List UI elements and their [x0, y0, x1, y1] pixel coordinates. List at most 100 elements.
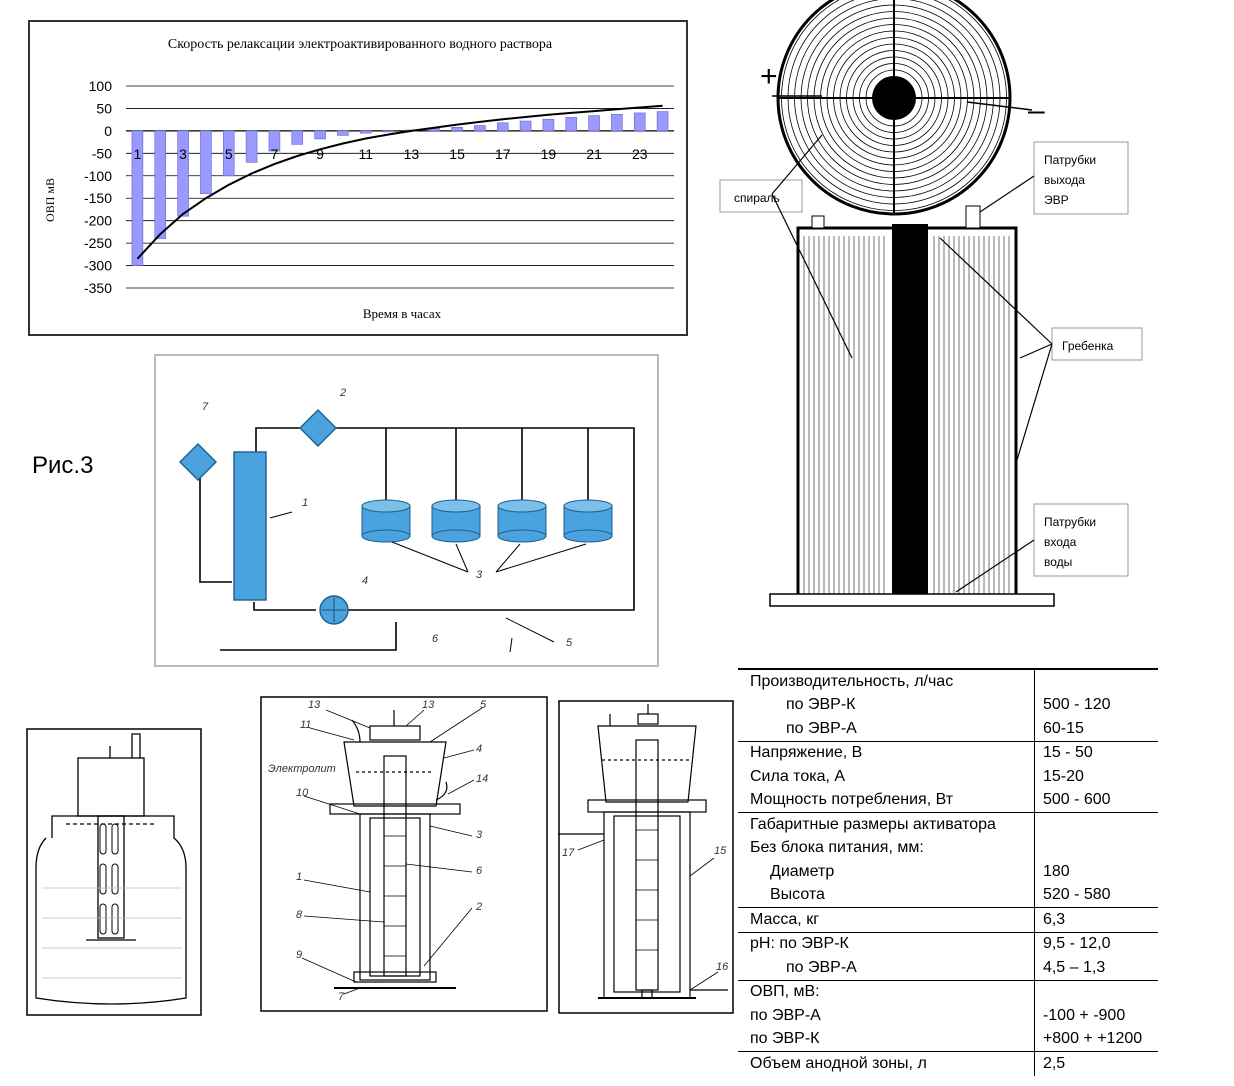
callout-inlet-line3: воды [1044, 555, 1072, 569]
device-drawing-cross-section: 17 15 16 [558, 700, 734, 1014]
label-right-2: 16 [716, 961, 729, 973]
label-7: 7 [202, 401, 209, 413]
callout-outlet [1033, 141, 1129, 215]
bar [131, 130, 144, 266]
activator-body [769, 205, 1055, 607]
label-3: 3 [476, 569, 483, 581]
label-right-0: 17 [562, 847, 575, 859]
callout-comb [1051, 327, 1143, 361]
y-axis-label: ОВП мВ [43, 178, 57, 222]
spec-value: +800 + +1200 [1033, 1027, 1158, 1052]
callout-inlet-line2: входа [1044, 535, 1077, 549]
bar [154, 130, 167, 239]
y-tick-label: -100 [84, 168, 112, 184]
label-mid-3: 5 [480, 699, 487, 711]
label-mid-7: 3 [476, 829, 483, 841]
figure-label: Рис.3 [32, 452, 94, 479]
y-tick-label: -300 [84, 258, 112, 274]
label-mid-9: 1 [296, 871, 302, 883]
x-tick-label: 21 [586, 146, 602, 162]
spec-label: по ЭВР-А [738, 717, 1035, 742]
bar [177, 130, 189, 217]
bar [359, 130, 372, 134]
bar [291, 130, 304, 145]
spec-row: по ЭВР-К+800 + +1200 [738, 1027, 1158, 1052]
spec-value: 500 - 120 [1033, 693, 1158, 717]
y-tick-label: -250 [84, 235, 112, 251]
spec-value: 520 - 580 [1033, 883, 1158, 908]
y-tick-label: -50 [92, 145, 112, 161]
activator-column [233, 451, 267, 601]
chart-canvas: Скорость релаксации электроактивированно… [43, 37, 674, 321]
label-mid-10: 8 [296, 909, 303, 921]
label-2: 2 [339, 387, 346, 399]
callout-inlet [1033, 503, 1129, 577]
tank-4 [563, 499, 613, 543]
spec-value [1033, 812, 1158, 837]
bar [565, 117, 578, 132]
chart-grid [126, 85, 674, 289]
x-tick-label: 7 [271, 146, 279, 162]
x-tick-label: 23 [632, 146, 648, 162]
label-mid-0: 13 [308, 699, 321, 711]
chart-bars [131, 111, 669, 266]
tank-3 [497, 499, 547, 543]
label-5: 5 [566, 637, 573, 649]
tank-1 [361, 499, 411, 543]
callout-outlet-line2: выхода [1044, 173, 1085, 187]
label-mid-5: 14 [476, 773, 488, 785]
x-tick-label: 15 [449, 146, 465, 162]
spec-label: Производительность, л/час [738, 668, 1035, 694]
bar [245, 130, 258, 163]
spec-label: по ЭВР-А [738, 956, 1035, 981]
spec-row: Без блока питания, мм: [738, 836, 1158, 860]
callout-spiral-text: спираль [734, 191, 780, 205]
spec-value: 60-15 [1033, 717, 1158, 742]
electrolyte-label: Электролит [268, 763, 336, 775]
bar [337, 130, 349, 136]
diamond-element-7 [179, 443, 217, 481]
bar [314, 130, 326, 140]
spec-label: Сила тока, А [750, 767, 846, 785]
spec-value: 15 - 50 [1033, 741, 1158, 765]
spec-value: 500 - 600 [1033, 788, 1158, 813]
bar [588, 115, 600, 132]
x-tick-label: 9 [316, 146, 324, 162]
spec-value: 9,5 - 12,0 [1033, 932, 1158, 956]
bar [519, 120, 532, 132]
y-tick-label: -200 [84, 213, 112, 229]
spec-row: Производительность, л/час [738, 668, 1158, 694]
spec-value: 180 [1033, 860, 1158, 884]
x-tick-label: 1 [134, 146, 142, 162]
x-tick-label: 13 [404, 146, 420, 162]
spec-label: Масса, кг [738, 907, 1035, 933]
bar [474, 125, 486, 132]
plus-terminal: + [760, 60, 778, 93]
bar [633, 112, 646, 132]
spec-label: по ЭВР-А [750, 1006, 821, 1024]
x-tick-label: 11 [358, 146, 373, 162]
spec-value: -100 + -900 [1033, 1004, 1158, 1028]
x-tick-label: 3 [179, 146, 187, 162]
spec-value [1033, 836, 1158, 860]
spec-value: 4,5 – 1,3 [1033, 956, 1158, 981]
label-mid-4: 4 [476, 743, 482, 755]
bar [611, 113, 623, 132]
tanks-3 [361, 499, 613, 543]
label-mid-13: 7 [338, 991, 345, 1003]
callout-outlet-line1: Патрубки [1044, 153, 1096, 167]
spec-value: 6,3 [1033, 907, 1158, 933]
trend-line [136, 104, 663, 260]
tank-2 [431, 499, 481, 543]
minus-terminal: – [1028, 94, 1045, 127]
